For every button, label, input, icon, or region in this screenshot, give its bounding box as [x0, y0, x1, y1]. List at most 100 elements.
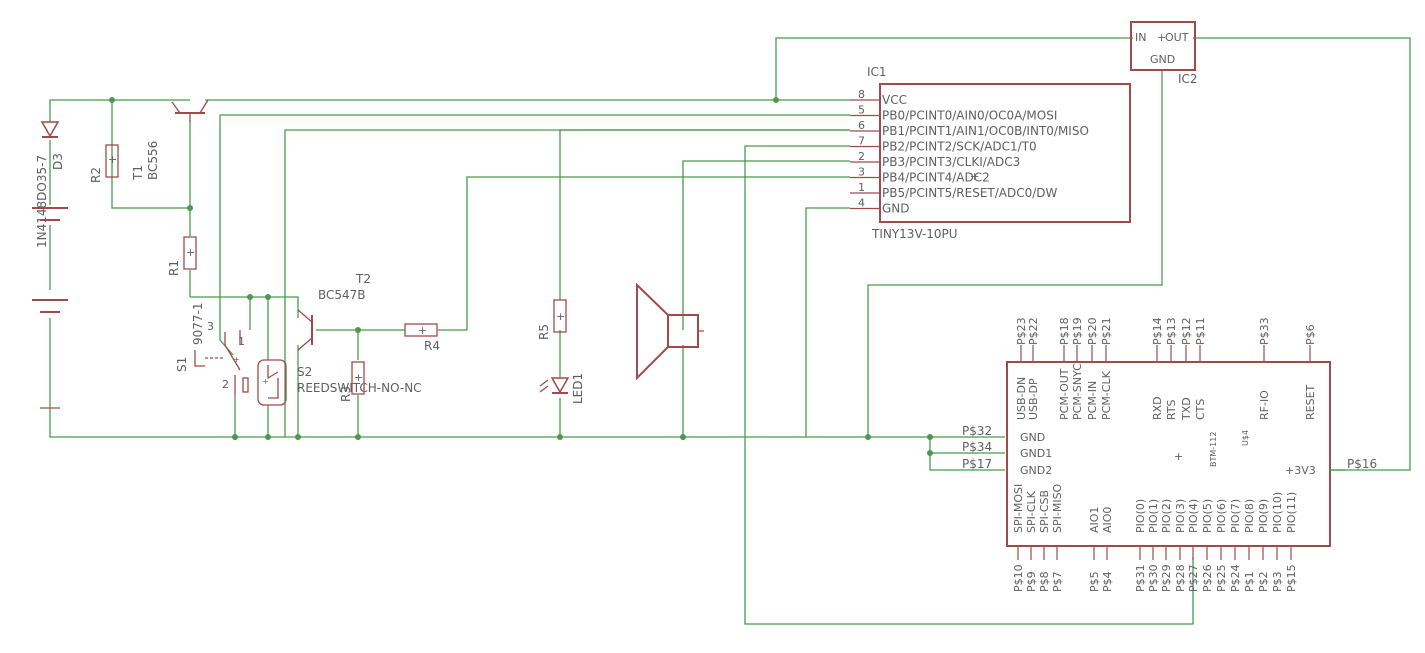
ic1-pin-label: PB1/PCINT1/AIN1/OC0B/INT0/MISO: [882, 124, 1089, 138]
u4-bottom-label: SPI-CSB: [1038, 490, 1051, 533]
wires: [49, 37, 1411, 625]
u4-top-label: RESET: [1304, 384, 1317, 420]
u4-bottom-pin: P$31: [1134, 564, 1147, 592]
u4-top-pin: P$12: [1180, 317, 1193, 345]
transistor-t1: T1 BC556: [131, 99, 209, 181]
u4-top-pin: P$33: [1258, 317, 1271, 345]
u4-bottom-label: PIO(10): [1271, 492, 1284, 533]
u4-bottom-label: PIO(7): [1229, 499, 1242, 533]
u4-top-label: USB-DN: [1015, 377, 1028, 420]
u4-bottom-label: PIO(6): [1215, 499, 1228, 533]
u4-bottom-label: SPI-MISO: [1051, 483, 1064, 533]
ic2-in: IN: [1135, 31, 1146, 44]
u4-bottom-label: PIO(9): [1257, 499, 1270, 533]
u4-bottom-label: PIO(2): [1160, 499, 1173, 533]
ic1-pin-label: VCC: [882, 93, 907, 107]
u4-top-label: TXD: [1180, 397, 1193, 421]
resistor-r4: + R4: [404, 323, 440, 353]
ic2-name: IC2: [1178, 72, 1198, 86]
u4-bottom-label: PIO(4): [1187, 499, 1200, 533]
t2-name: T2: [355, 272, 371, 286]
u4-top-label: CTS: [1194, 399, 1207, 420]
reed-switch-s2: + S2 REEDSWITCH-NO-NC: [257, 359, 422, 406]
svg-text:+: +: [108, 153, 117, 166]
u4-bottom-pin: P$26: [1201, 564, 1214, 592]
svg-text:+: +: [1157, 31, 1166, 44]
u4-bottom-label: PIO(1): [1147, 499, 1160, 533]
u4-right-pin: P$16: [1347, 457, 1377, 471]
u4-top-label: RXD: [1151, 396, 1164, 420]
diode-d3: D3 1N4148DO35-7: [35, 108, 65, 248]
u4-left-pin: P$17: [962, 457, 992, 471]
u4-btm112: BTM-112 U$4 + P$23USB-DNP$22USB-DPP$18PC…: [962, 317, 1377, 592]
r1-name: R1: [167, 260, 181, 276]
svg-text:+: +: [418, 324, 427, 337]
u4-bottom-pin: P$30: [1147, 564, 1160, 592]
u4-top-label: RTS: [1165, 399, 1178, 420]
u4-left-label: GND: [1020, 431, 1045, 444]
ic1-pin-number: 1: [858, 181, 865, 194]
ic1-pin-number: 3: [858, 166, 865, 179]
u4-bottom-pin: P$24: [1229, 564, 1242, 592]
u4-bottom-pin: P$1: [1243, 571, 1256, 592]
s2-value: REEDSWITCH-NO-NC: [297, 381, 422, 395]
u4-top-pin: P$18: [1058, 317, 1071, 345]
resistor-r5: + R5: [537, 299, 567, 340]
u4-bottom-label: SPI-MOSI: [1012, 484, 1025, 533]
r5-name: R5: [537, 324, 551, 340]
s1-pin3: 3: [207, 320, 214, 333]
u4-top-label: PCM-IN: [1086, 381, 1099, 420]
s1-value: 9077-1: [191, 302, 205, 345]
r4-name: R4: [424, 339, 440, 353]
s1-pin2: 2: [222, 378, 229, 391]
u4-bottom-pin: P$5: [1088, 571, 1101, 592]
s1-name: S1: [175, 357, 189, 372]
ic1-pin-label: PB5/PCINT5/RESET/ADC0/DW: [882, 186, 1058, 200]
speaker: [636, 282, 704, 381]
u4-top-label: PCM-OUT: [1058, 368, 1071, 420]
ic1-value: TINY13V-10PU: [871, 227, 958, 241]
d3-name: D3: [51, 153, 65, 170]
r2-name: R2: [89, 167, 103, 183]
t2-value: BC547B: [318, 288, 366, 302]
u4-left-pin: P$32: [962, 424, 992, 438]
switch-s1: + 3 1 2 S1 9077-1: [175, 302, 249, 395]
ic1-pin-label: PB2/PCINT2/SCK/ADC1/T0: [882, 140, 1037, 154]
svg-text:+: +: [556, 310, 565, 323]
ic1-pin-label: PB3/PCINT3/CLKI/ADC3: [882, 155, 1020, 169]
u4-bottom-label: AIO1: [1088, 507, 1101, 533]
ic1-pin-label: PB0/PCINT0/AIN0/OC0A/MOSI: [882, 109, 1057, 123]
svg-text:+: +: [970, 170, 979, 183]
ic1-pin-number: 5: [858, 104, 865, 117]
ic1-pin-number: 8: [858, 88, 865, 101]
d3-value: 1N4148DO35-7: [35, 155, 49, 248]
ic2-regulator: IN OUT + GND IC2: [1130, 21, 1198, 86]
t1-value: BC556: [146, 141, 160, 180]
ic1-tiny13: IC1 TINY13V-10PU 8 VCC 5 PB0/PCINT0/AIN0/OC…: [850, 65, 1131, 241]
u4-bottom-pin: P$27: [1187, 564, 1200, 592]
u4-name: U$4: [1241, 430, 1250, 446]
u4-bottom-pin: P$3: [1271, 571, 1284, 592]
resistor-r3: + R3: [339, 361, 365, 402]
s1-pin1: 1: [238, 335, 245, 348]
svg-text:+: +: [354, 371, 363, 384]
u4-top-pin: P$20: [1086, 317, 1099, 345]
svg-text:+: +: [1174, 450, 1183, 463]
u4-bottom-pin: P$2: [1257, 571, 1270, 592]
ic1-pin-number: 7: [858, 135, 865, 148]
resistor-r1: + R1: [167, 236, 197, 276]
ic1-pin-number: 4: [858, 197, 865, 210]
ic1-pin-label: PB4/PCINT4/ADC2: [882, 171, 990, 185]
u4-left-label: GND1: [1020, 447, 1052, 460]
svg-text:+: +: [233, 355, 240, 364]
u4-top-pin: P$19: [1071, 317, 1084, 345]
led1-name: LED1: [571, 373, 585, 404]
u4-bottom-pin: P$10: [1012, 564, 1025, 592]
junctions: [109, 97, 933, 456]
u4-bottom-label: SPI-CLK: [1025, 490, 1038, 533]
u4-top-label: USB-DP: [1027, 378, 1040, 420]
resistor-r2: + R2: [89, 144, 119, 183]
u4-left-label: GND2: [1020, 464, 1052, 477]
ic1-name: IC1: [867, 65, 887, 79]
u4-bottom-pin: P$4: [1101, 571, 1114, 592]
